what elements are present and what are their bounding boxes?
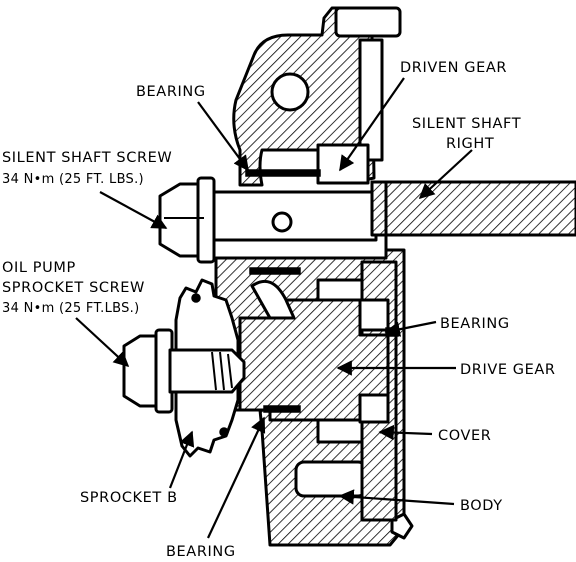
- label-body: BODY: [460, 498, 503, 514]
- silent-shaft-washer: [196, 176, 216, 264]
- callout-labels: BEARING DRIVEN GEAR SILENT SHAFT RIGHT S…: [2, 60, 556, 560]
- leader-body: [338, 489, 455, 506]
- silent-shaft-right: [210, 180, 576, 242]
- silent-shaft-bore: [210, 190, 378, 242]
- label-driven-gear: DRIVEN GEAR: [400, 60, 507, 76]
- silent-shaft-pin-hole: [271, 211, 293, 233]
- leader-sprocket-b: [168, 430, 195, 489]
- leader-bearing-top: [197, 101, 249, 172]
- label-oil-pump-line1: OIL PUMP: [2, 260, 76, 276]
- leader-silent-shaft-screw: [99, 191, 168, 229]
- leader-driven-gear: [339, 77, 405, 172]
- top-bolt-head: [334, 6, 402, 38]
- label-silent-shaft-screw: SILENT SHAFT SCREW: [2, 150, 172, 166]
- label-oil-pump-torque: 34 N•m (25 FT.LBS.): [2, 301, 139, 316]
- label-silent-shaft-right-line2: RIGHT: [446, 136, 494, 152]
- label-cover: COVER: [438, 428, 491, 444]
- label-bearing-top: BEARING: [136, 84, 206, 100]
- leader-lines: [75, 77, 473, 539]
- sprocket-screw-shank: [168, 348, 246, 394]
- label-silent-shaft-screw-torque: 34 N•m (25 FT. LBS.): [2, 172, 144, 187]
- leader-cover: [378, 424, 433, 441]
- bearing-rings: [245, 169, 399, 413]
- label-bearing-mid: BEARING: [440, 316, 510, 332]
- oil-pump-sprocket-screw: [122, 328, 246, 414]
- label-bearing-bottom: BEARING: [166, 544, 236, 560]
- upper-housing: [232, 6, 402, 187]
- label-sprocket-b: SPROCKET B: [80, 490, 178, 506]
- label-drive-gear: DRIVE GEAR: [460, 362, 556, 378]
- leader-bearing-bottom: [207, 416, 266, 539]
- mounting-hole: [270, 72, 310, 112]
- leader-bearing-mid: [384, 320, 437, 337]
- body-oil-passage: [294, 460, 368, 498]
- leader-sprocket-screw: [75, 317, 130, 368]
- label-silent-shaft-right-line1: SILENT SHAFT: [412, 116, 521, 132]
- leader-silent-shaft: [418, 149, 473, 200]
- silent-shaft-screw: [158, 176, 216, 264]
- label-oil-pump-line2: SPROCKET SCREW: [2, 280, 145, 296]
